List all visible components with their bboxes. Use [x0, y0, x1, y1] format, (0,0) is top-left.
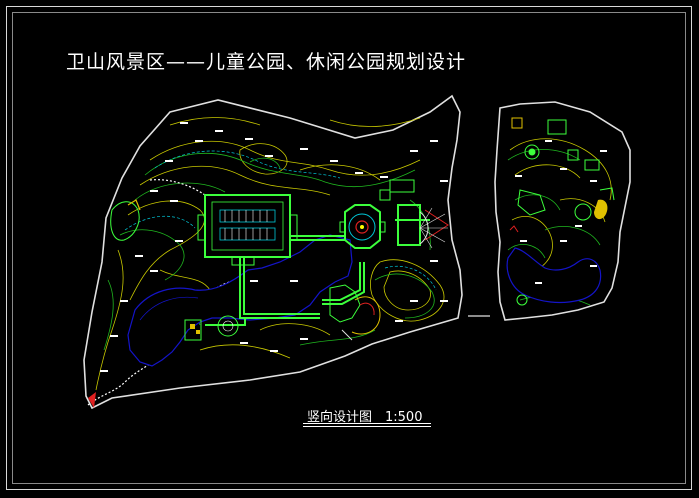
site-plan-right [494, 101, 631, 321]
right-features [516, 119, 615, 306]
drawing-inner-frame [12, 12, 686, 484]
elevation-markers [100, 122, 448, 372]
drawing-title: 卫山风景区——儿童公园、休闲公园规划设计 [66, 51, 467, 73]
site-plan-left [83, 94, 463, 410]
octagon-plaza [339, 204, 386, 249]
water-edge [139, 296, 199, 321]
contour-lines-yellow [95, 117, 445, 391]
right-accents [509, 117, 608, 233]
path-network [205, 219, 430, 326]
drawing-outer-frame [6, 6, 692, 490]
west-feature [88, 199, 141, 408]
caption-underline-double [303, 426, 431, 427]
east-entrance-plaza [379, 179, 449, 249]
drawing-caption: 竖向设计图 1:500 [307, 410, 423, 425]
upper-trail [149, 179, 206, 196]
main-plaza [197, 194, 298, 266]
park-boundary [83, 94, 463, 410]
contour-lines-cyan [124, 150, 437, 291]
garden-circle [184, 315, 239, 341]
right-water-body [506, 247, 602, 304]
right-park-boundary [494, 101, 631, 321]
pavilion-cluster [329, 284, 381, 341]
right-elevation-markers [515, 140, 607, 284]
caption-underline [303, 423, 431, 424]
